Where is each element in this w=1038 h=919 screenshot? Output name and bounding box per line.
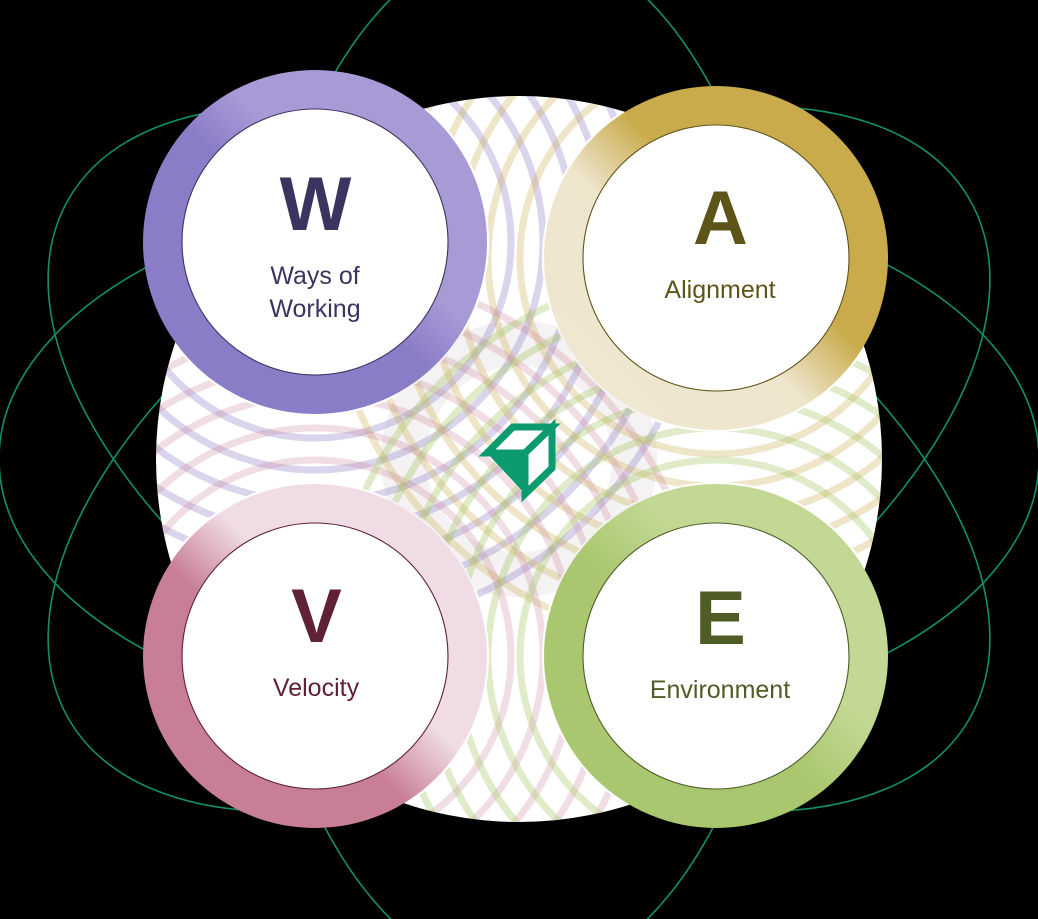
- node-circle-alignment[interactable]: [544, 86, 888, 430]
- isometric-cube-logo-icon: [478, 418, 561, 503]
- node-circle-ways-of-working[interactable]: [143, 70, 487, 414]
- node-circle-environment[interactable]: [544, 484, 888, 828]
- node-circle-velocity[interactable]: [143, 484, 487, 828]
